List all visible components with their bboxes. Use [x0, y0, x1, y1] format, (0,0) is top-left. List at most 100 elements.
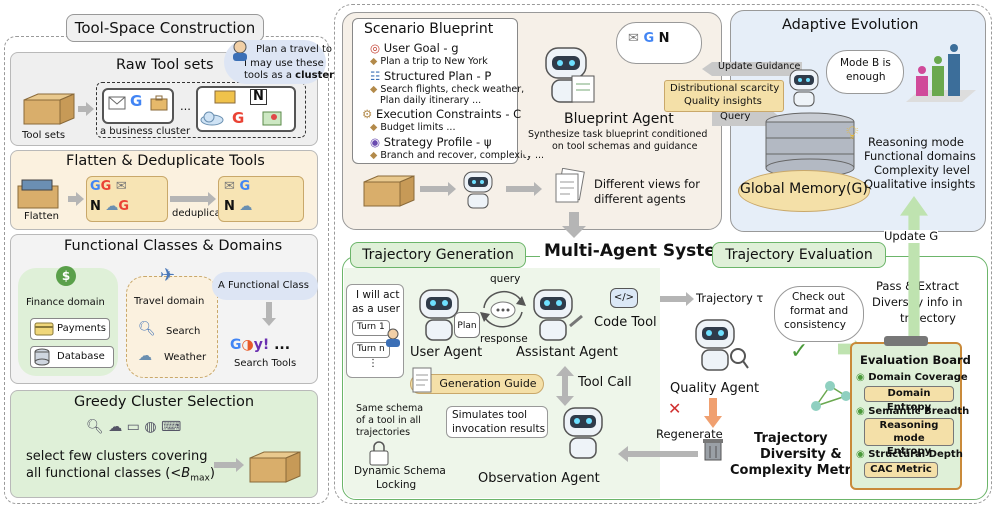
flatten-title: Flatten & Deduplicate Tools	[66, 153, 265, 169]
simulates-line-1: Simulates tool	[452, 409, 528, 421]
checkout-line-1: Check out	[792, 291, 845, 303]
finance-domain-label: Finance domain	[26, 297, 105, 308]
trajectory-label: Trajectory τ	[696, 291, 764, 305]
guide-doc-icon	[412, 367, 432, 393]
user-say-1: I will act	[356, 289, 400, 301]
metrics-line-2: Diversity &	[760, 447, 842, 462]
views-line-1: Different views for	[594, 177, 700, 191]
updown-arrow	[556, 366, 574, 406]
toolbox-icon	[363, 175, 415, 207]
structural-depth-label: ◉ Structural Depth	[856, 449, 963, 460]
gen-title: Trajectory Generation	[350, 242, 526, 268]
google-icon: G	[232, 109, 245, 127]
flatten-label: Flatten	[24, 211, 59, 222]
search-tools-label: Search Tools	[234, 358, 297, 369]
blueprint-title: Scenario Blueprint	[364, 21, 494, 37]
business-cluster-label: a business cluster	[100, 126, 191, 137]
card-icon	[34, 322, 54, 336]
database-chip: Database	[30, 346, 114, 368]
query-label: query	[490, 273, 521, 285]
schema-line-2: of a tool in all	[356, 415, 421, 426]
bubble-line-2: I may use these	[244, 58, 324, 69]
database-icon	[34, 348, 50, 366]
bulb-icon: 💡︎	[846, 123, 859, 144]
google-icon: G	[130, 92, 143, 110]
memory-list-2: Functional domains	[864, 149, 976, 163]
arrow	[214, 458, 244, 472]
ellipsis: ...	[180, 99, 191, 113]
dedup-tool-icons-row2: N ☁	[224, 199, 253, 214]
views-line-2: different agents	[594, 192, 686, 206]
bp-item: ⚙ Execution Constraints - C	[362, 107, 522, 121]
plan-note: Plan	[454, 312, 480, 338]
blueprint-agent-label: Blueprint Agent	[564, 111, 674, 127]
bag-icon	[150, 95, 168, 111]
assistant-agent-label: Assistant Agent	[516, 345, 618, 360]
bp-item: ◉ Strategy Profile - ψ	[370, 135, 492, 149]
dollar-icon: $	[56, 266, 76, 286]
user-say-2: as a user	[352, 303, 400, 315]
notion-icon: N	[250, 89, 267, 106]
simulates-line-2: invocation results	[452, 423, 546, 435]
toolbox-open-icon	[17, 179, 59, 209]
bubble-tool-icons: ✉ G N	[628, 31, 670, 46]
flat-tool-icons-row2: N ☁G	[90, 199, 130, 214]
toolbox-icon	[23, 93, 75, 125]
domain-coverage-label: ◉ Domain Coverage	[856, 372, 968, 383]
bp-item: Plan daily itinerary ...	[380, 95, 482, 106]
bp-item: ◎ User Goal - g	[370, 41, 459, 55]
locking-line-1: Dynamic Schema	[354, 465, 446, 477]
tool-call-label: Tool Call	[578, 375, 632, 390]
raw-tools-title: Raw Tool sets	[116, 57, 214, 73]
blueprint-agent-desc-1: Synthesize task blueprint conditioned	[528, 129, 708, 140]
greedy-line-2: all functional classes (<Bmax)	[26, 466, 215, 484]
insights-line-2: Quality insights	[684, 96, 762, 107]
search-tool-icons: G◑y! ...	[230, 337, 291, 353]
guidance-bar	[702, 62, 802, 76]
update-guidance-label: Update Guidance	[718, 61, 801, 72]
dedup-tool-icons-row1: ✉ G	[224, 179, 251, 194]
generation-guide: Generation Guide	[410, 374, 544, 394]
arrow	[78, 102, 94, 116]
right-panel	[334, 4, 992, 504]
turn-n: Turn n	[352, 342, 390, 358]
mode-line-2: enough	[846, 71, 886, 83]
quality-agent-label: Quality Agent	[670, 381, 760, 396]
metrics-line-3: Complexity Metrics	[730, 463, 871, 478]
assistant-agent-robot-icon	[533, 289, 583, 341]
network-icon	[811, 381, 851, 411]
classes-title: Functional Classes & Domains	[64, 238, 283, 254]
cross-icon: ✕	[668, 399, 682, 418]
code-tool-icon: </>	[610, 288, 638, 308]
small-robot-icon	[463, 171, 493, 209]
mode-line-1: Mode B is	[840, 57, 891, 69]
quality-agent-robot-icon	[695, 319, 749, 371]
memory-list-4: Qualitative insights	[864, 177, 976, 191]
blueprint-card	[352, 18, 518, 164]
bp-item: ◆ Plan a trip to New York	[370, 56, 488, 67]
user-avatar-icon	[233, 40, 247, 61]
memory-list-1: Reasoning mode	[868, 135, 964, 149]
evolution-robot-icon	[789, 69, 819, 107]
query-bar	[712, 112, 782, 126]
schema-line-1: Same schema	[356, 403, 424, 414]
arrow	[170, 192, 216, 206]
down-arrow	[262, 302, 276, 326]
domain-entropy-chip: Domain Entropy	[864, 386, 954, 413]
checkout-bubble	[774, 286, 864, 342]
dedup-tools-box	[218, 176, 304, 222]
tool-sets-label: Tool sets	[22, 130, 66, 141]
left-arrow	[618, 446, 698, 462]
functional-class-label: A Functional Class	[218, 280, 309, 291]
arrow	[506, 182, 542, 196]
arrow	[660, 292, 694, 306]
bubble-line-3: tools as a cluster	[244, 70, 335, 81]
down-arrow	[562, 212, 586, 238]
metrics-line-1: Trajectory	[754, 431, 828, 446]
flat-tool-icons-row1: GG ✉	[90, 179, 127, 194]
arrow	[420, 182, 456, 196]
mode-bubble	[826, 50, 904, 94]
mas-title: Multi-Agent System	[540, 242, 738, 261]
down-arrow	[704, 398, 722, 428]
cac-metric-chip: CAC Metric	[864, 462, 938, 478]
